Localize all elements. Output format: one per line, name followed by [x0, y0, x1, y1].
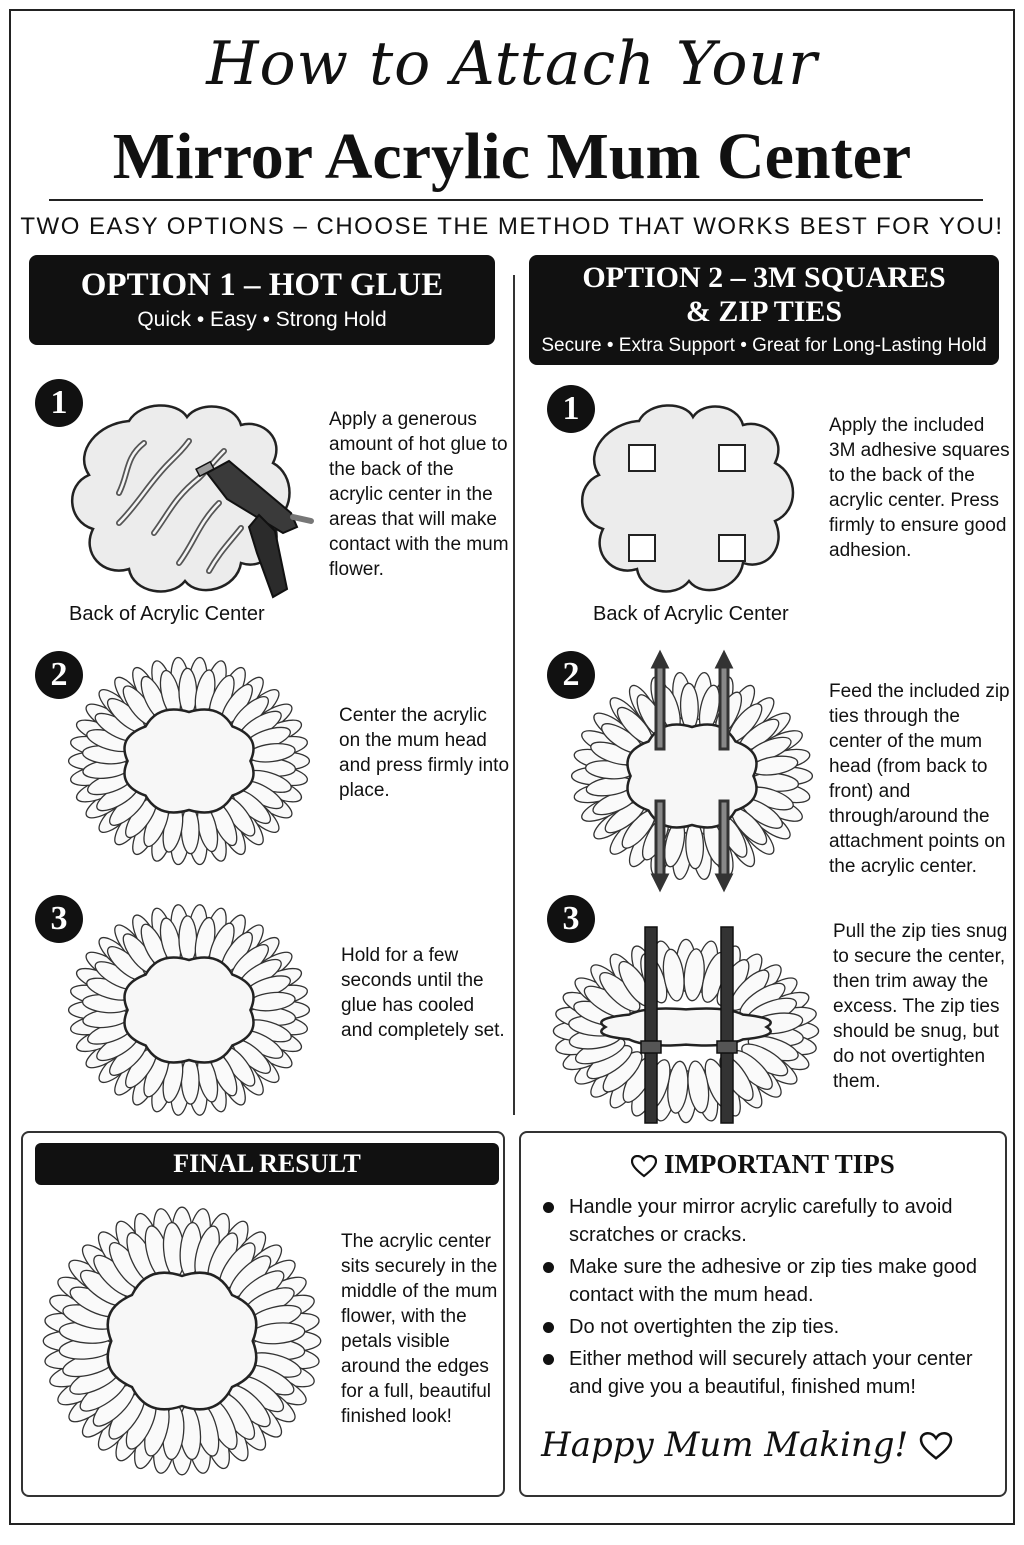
option1-step2-text: Center the acrylic on the mum head and p…: [339, 705, 510, 801]
subtitle: TWO EASY OPTIONS – CHOOSE THE METHOD THA…: [20, 213, 1004, 240]
script-title: How to Attach Your: [206, 29, 818, 99]
option2-step1-text: Apply the included 3M adhesive squares t…: [829, 415, 1010, 561]
final-mum-illustration: [42, 1206, 322, 1476]
heart-outline-icon: [919, 1432, 953, 1460]
petal: [662, 948, 685, 1002]
tips-header: IMPORTANT TIPS: [521, 1147, 1005, 1181]
mum-with-acrylic-illustration: [67, 656, 311, 866]
zip-tie-feed-illustration: [570, 649, 814, 893]
acrylic-center-shape: [581, 404, 795, 593]
acrylic-center-shape: [123, 708, 255, 814]
option1-step3-number: 3: [35, 895, 83, 943]
final-result-title: FINAL RESULT: [35, 1143, 499, 1185]
signoff: Happy Mum Making!: [541, 1425, 953, 1465]
tip-text: Do not overtighten the zip ties.: [569, 1316, 840, 1338]
option1-step1-number: 1: [35, 379, 83, 427]
acrylic-center-shape: [106, 1271, 258, 1411]
tip-item: Do not overtighten the zip ties.: [537, 1313, 995, 1341]
option2-banner: OPTION 2 – 3M SQUARES & ZIP TIES Secure …: [529, 255, 999, 365]
adhesive-square: [718, 534, 746, 562]
petal: [180, 1056, 200, 1105]
main-title: Mirror Acrylic Mum Center: [112, 120, 912, 193]
option2-tagline: Secure • Extra Support • Great for Long-…: [541, 335, 987, 356]
adhesive-square: [718, 444, 746, 472]
acrylic-back-squares-illustration: [581, 404, 795, 593]
title-divider: [49, 199, 983, 201]
tip-text: Either method will securely attach your …: [569, 1348, 973, 1398]
zip-tie-straps: [640, 926, 738, 1124]
petal: [178, 667, 198, 717]
option1-step1-text: Apply a generous amount of hot glue to t…: [329, 409, 509, 580]
option2-step3-number: 3: [547, 895, 595, 943]
tips-list: Handle your mirror acrylic carefully to …: [537, 1193, 995, 1405]
mum-pressed-acrylic-illustration: [67, 904, 311, 1116]
adhesive-square: [628, 534, 656, 562]
tips-title: IMPORTANT TIPS: [663, 1149, 895, 1179]
option2-step2-text: Feed the included zip ties through the c…: [829, 681, 1010, 877]
option1-banner: OPTION 1 – HOT GLUE Quick • Easy • Stron…: [29, 255, 495, 345]
option1-title: OPTION 1 – HOT GLUE: [80, 267, 444, 303]
glue-lines: [116, 438, 244, 574]
glue-gun-icon: [195, 459, 314, 599]
option2-title-line2: & ZIP TIES: [685, 295, 843, 328]
signoff-text: Happy Mum Making!: [541, 1425, 909, 1465]
zip-tie-arrows: [650, 649, 734, 893]
petal: [180, 805, 200, 855]
final-result-text: The acrylic center sits securely in the …: [341, 1231, 498, 1427]
zip-tie-secured-illustration: [552, 926, 820, 1124]
acrylic-center-shape: [600, 1007, 772, 1047]
option2-step1-caption: Back of Acrylic Center: [593, 603, 789, 625]
final-result-panel: FINAL RESULT The acrylic center sits sec…: [21, 1131, 505, 1497]
option2-step1-number: 1: [547, 385, 595, 433]
option1-step3-text: Hold for a few seconds until the glue ha…: [341, 945, 505, 1041]
heart-outline-icon: [631, 1154, 658, 1178]
acrylic-center-shape: [123, 956, 255, 1064]
option1-step2-number: 2: [35, 651, 83, 699]
petal: [178, 915, 198, 964]
tip-item: Handle your mirror acrylic carefully to …: [537, 1193, 995, 1249]
instruction-sheet: How to Attach Your Mirror Acrylic Mum Ce…: [9, 9, 1015, 1525]
option1-tagline: Quick • Easy • Strong Hold: [137, 308, 387, 331]
petal: [687, 1060, 710, 1114]
option1-step1-caption: Back of Acrylic Center: [69, 603, 265, 625]
tip-text: Make sure the adhesive or zip ties make …: [569, 1256, 977, 1306]
option2-title-line1: OPTION 2 – 3M SQUARES: [582, 261, 946, 294]
option2-step3-text: Pull the zip ties snug to secure the cen…: [833, 921, 1008, 1092]
acrylic-back-glue-illustration: [71, 404, 314, 599]
option2-step2-number: 2: [547, 651, 595, 699]
important-tips-panel: IMPORTANT TIPS Handle your mirror acryli…: [519, 1131, 1007, 1497]
tip-item: Either method will securely attach your …: [537, 1345, 995, 1401]
column-divider: [513, 275, 515, 1115]
tip-text: Handle your mirror acrylic carefully to …: [569, 1196, 953, 1246]
adhesive-square: [628, 444, 656, 472]
tip-item: Make sure the adhesive or zip ties make …: [537, 1253, 995, 1309]
